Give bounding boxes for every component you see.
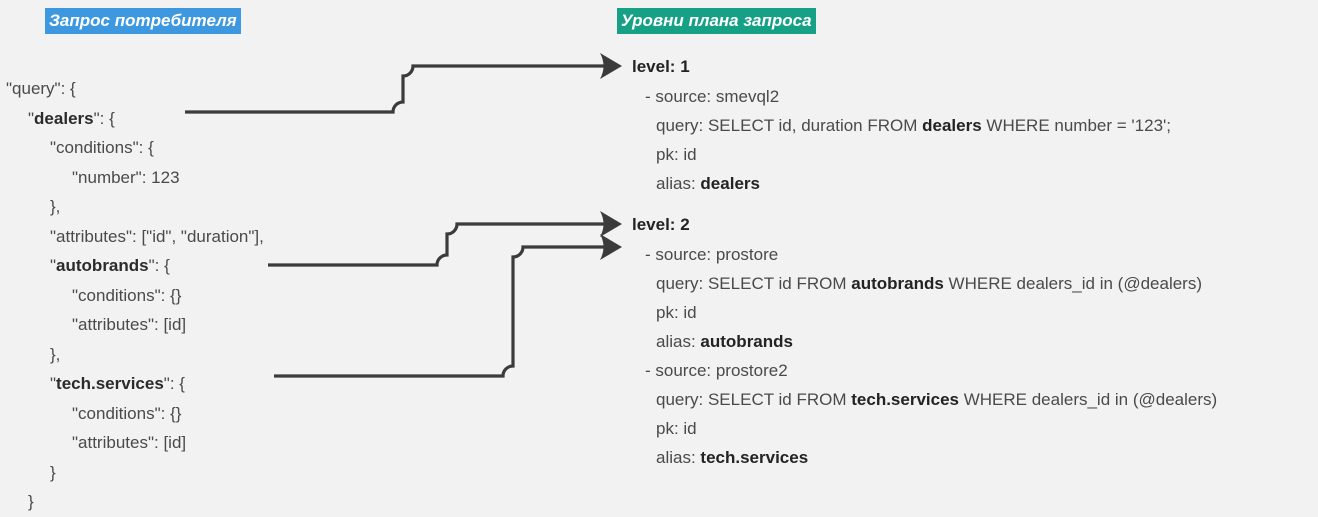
json-line: "attributes": ["id", "duration"], — [50, 226, 264, 246]
plan-alias-value: dealers — [700, 174, 760, 193]
json-key-bold: autobrands — [56, 256, 149, 275]
json-line: }, — [50, 197, 61, 216]
plan-level: level: 2 - source: prostore query: SELECT … — [632, 213, 1318, 472]
plan-alias-line: alias: dealers — [656, 174, 760, 193]
json-line: "dealers": { — [28, 108, 115, 128]
json-line: "conditions": {} — [72, 403, 182, 423]
json-line: "conditions": {} — [72, 285, 182, 305]
json-line: } — [28, 492, 34, 511]
plan-pk-line: pk: id — [656, 303, 697, 322]
json-line: "query": { — [6, 79, 76, 98]
plan-query-line: query: SELECT id, duration FROM dealers … — [656, 116, 1171, 135]
plan-level-title: level: 2 — [632, 215, 690, 234]
arrowhead-dealers-to-level-1 — [600, 53, 622, 79]
plan-level: level: 1 - source: smevql2 query: SELECT i… — [632, 55, 1318, 198]
plan-source-block: - source: smevql2 query: SELECT id, durat… — [645, 82, 1318, 198]
consumer-query-banner: Запрос потребителя — [45, 8, 241, 34]
json-line: "attributes": [id] — [72, 315, 187, 334]
plan-source-line: - source: prostore2 — [645, 361, 788, 380]
plan-query-line: query: SELECT id FROM autobrands WHERE d… — [656, 274, 1202, 293]
plan-alias-value: tech.services — [700, 448, 809, 467]
arrowhead-tech-services-to-level-2 — [600, 234, 622, 260]
plan-query-line: query: SELECT id FROM tech.services WHER… — [656, 390, 1218, 409]
json-line: "attributes": [id] — [72, 433, 187, 452]
plan-query-table: dealers — [922, 116, 982, 135]
plan-query-table: autobrands — [851, 274, 944, 293]
json-key-bold: tech.services — [56, 374, 164, 393]
json-line: }, — [50, 344, 61, 364]
arrowhead-autobrands-to-level-2 — [600, 211, 622, 237]
plan-source-line: - source: prostore — [645, 245, 779, 264]
plan-source-line: - source: smevql2 — [645, 87, 780, 106]
plan-pk-line: pk: id — [656, 145, 697, 164]
json-line: "autobrands": { — [50, 256, 170, 275]
json-key-bold: dealers — [34, 108, 94, 128]
json-line: } — [50, 462, 56, 482]
plan-alias-line: alias: tech.services — [656, 448, 809, 467]
json-line: "conditions": { — [50, 138, 154, 157]
plan-alias-value: autobrands — [700, 332, 793, 351]
json-line: "tech.services": { — [50, 374, 185, 393]
plan-source-block: - source: prostore2 query: SELECT id FROM… — [645, 356, 1318, 472]
plan-alias-line: alias: autobrands — [656, 332, 793, 351]
consumer-query-json: "query": { "dealers": { "conditions": { "nu… — [6, 74, 426, 517]
plan-query-table: tech.services — [851, 390, 959, 409]
plan-level-title: level: 1 — [632, 57, 690, 76]
json-line: "number": 123 — [72, 167, 180, 187]
plan-pk-line: pk: id — [656, 419, 697, 438]
query-plan-levels-banner: Уровни плана запроса — [617, 8, 816, 34]
query-plan-levels-list: level: 1 - source: smevql2 query: SELECT i… — [632, 55, 1318, 487]
plan-source-block: - source: prostore query: SELECT id FROM … — [645, 240, 1318, 356]
